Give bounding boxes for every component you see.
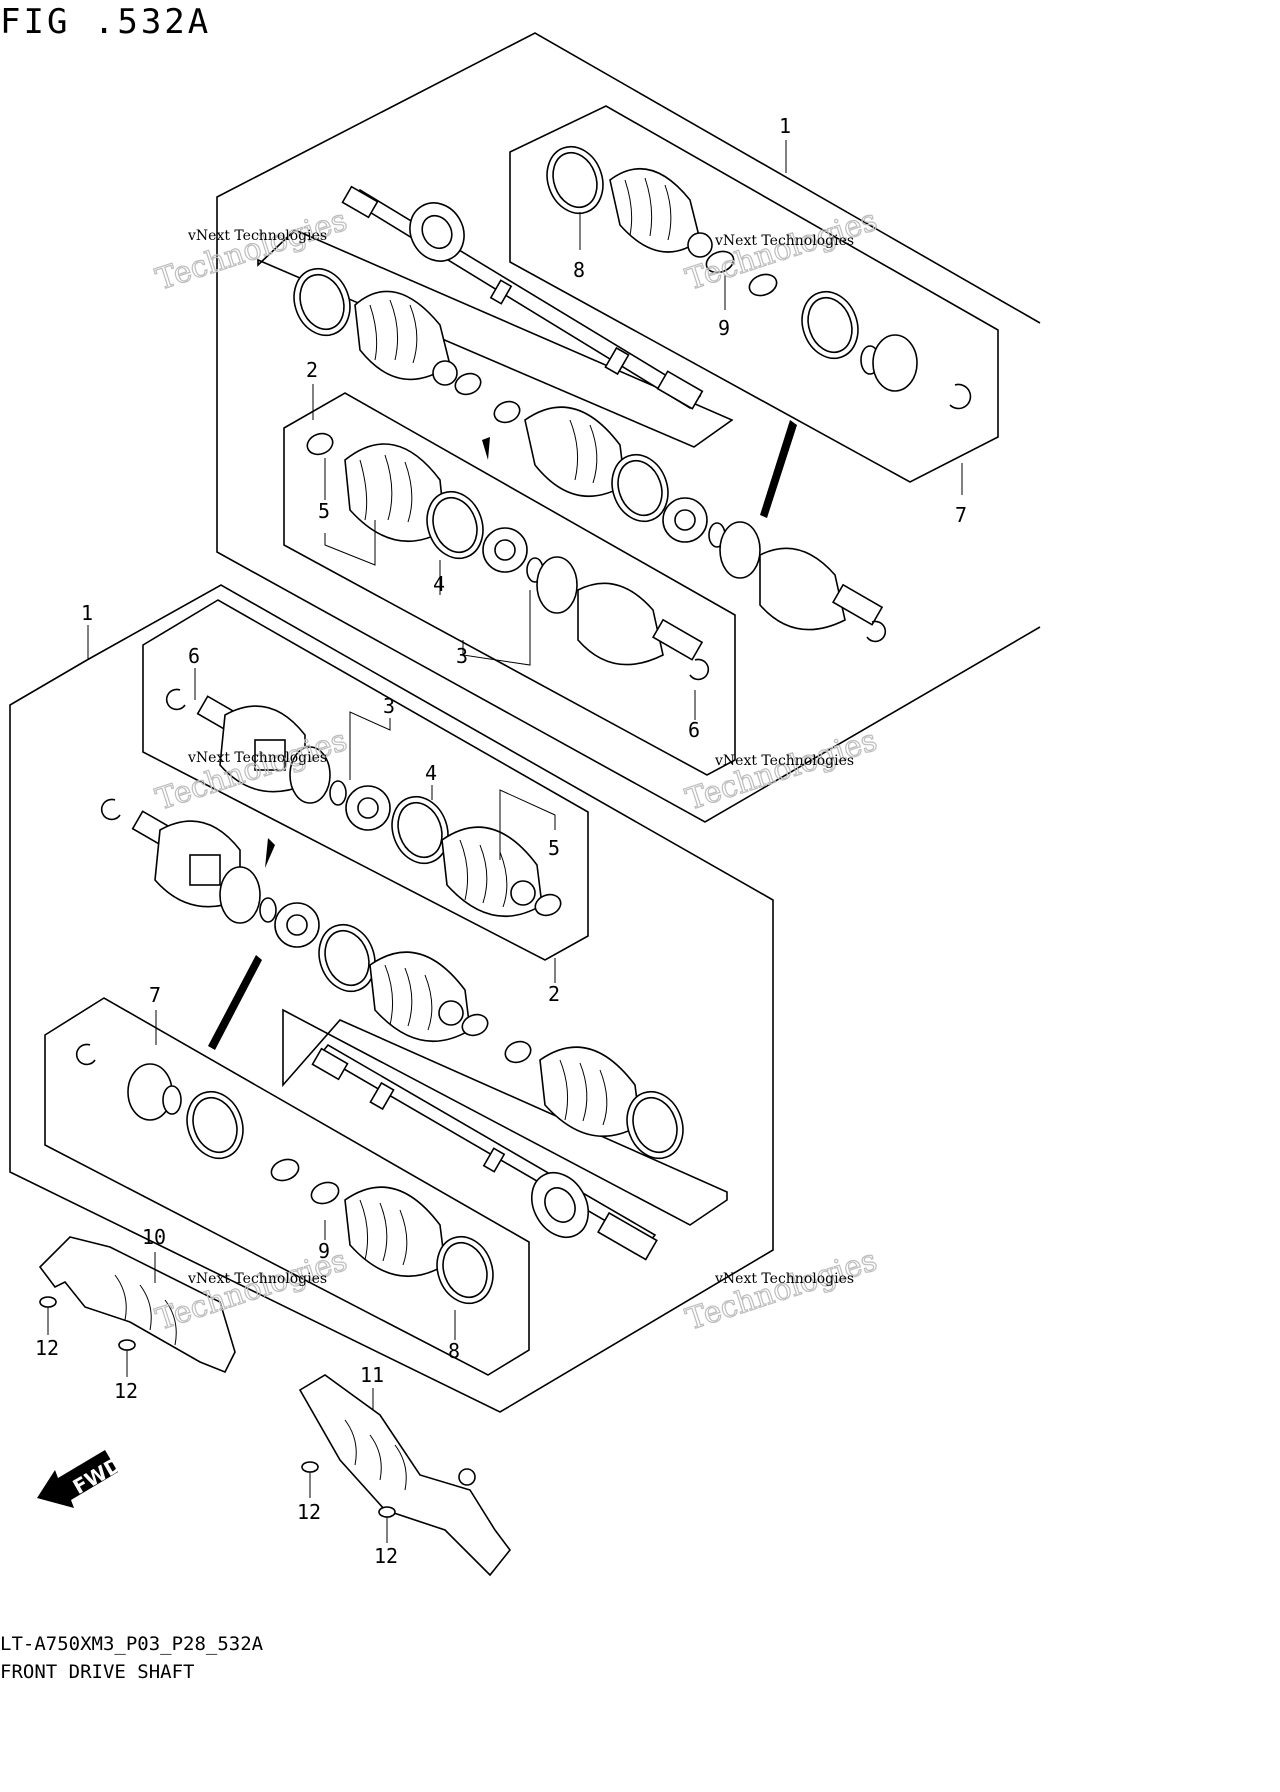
- callout-upper-7: 7: [955, 503, 967, 527]
- callout-upper-9: 9: [718, 316, 730, 340]
- lower-inboard-kit-box: [142, 599, 589, 961]
- svg-text:vNext Technologies: vNext Technologies: [187, 1271, 327, 1287]
- callout-upper-6: 6: [688, 718, 700, 742]
- callout-lower-3: 3: [383, 694, 395, 718]
- upper-inboard-kit-box: [283, 392, 736, 776]
- callout-bolt-d: 12: [374, 1544, 398, 1568]
- lower-shaft-assembly: [9, 584, 774, 1413]
- upper-drive-shaft: [341, 185, 704, 410]
- cover-11: [298, 1374, 512, 1577]
- callout-upper-8: 8: [573, 258, 585, 282]
- upper-inboard-kit-parts: [306, 420, 797, 681]
- svg-text:Technologies: Technologies: [682, 1243, 882, 1338]
- svg-text:vNext Technologies: vNext Technologies: [187, 228, 327, 244]
- upper-boot-kit-parts: [293, 267, 669, 523]
- figure-title: FIG .532A: [0, 2, 212, 42]
- lower-inboard-joint: [165, 688, 562, 918]
- bolt-c: [301, 1461, 319, 1498]
- callout-upper-2: 2: [306, 358, 318, 382]
- svg-text:vNext Technologies: vNext Technologies: [187, 750, 327, 766]
- callout-lower-8: 8: [448, 1339, 460, 1363]
- upper-boot-kit-box: [257, 229, 734, 448]
- bolt-set: [39, 1296, 396, 1543]
- lower-assembly-frame: [9, 584, 774, 1413]
- forward-arrow: FWD: [37, 1450, 126, 1508]
- drawing-code: LT-A750XM3_P03_P28_532A: [0, 1633, 264, 1655]
- bolt-b: [118, 1339, 136, 1377]
- lower-outboard-kit-box: [44, 997, 530, 1376]
- callout-bolt-a: 12: [35, 1336, 59, 1360]
- lower-shaft-box: [282, 1008, 728, 1226]
- callout-upper-3: 3: [456, 644, 468, 668]
- lower-drive-shaft: [311, 1040, 684, 1261]
- bolt-d: [378, 1506, 396, 1543]
- svg-text:vNext Technologies: vNext Technologies: [714, 1271, 854, 1287]
- callout-upper-4: 4: [433, 572, 445, 596]
- lower-joint-set: [100, 798, 489, 1050]
- watermark-6: Technologies vNext Technologies: [681, 1242, 882, 1338]
- cover-10: [38, 1236, 236, 1374]
- callout-lower-1: 1: [81, 601, 93, 625]
- upper-shaft-assembly: [216, 32, 1041, 823]
- callout-lower-2: 2: [548, 982, 560, 1006]
- callout-lower-9: 9: [318, 1239, 330, 1263]
- callout-part-10: 10: [142, 1225, 166, 1249]
- drawing-caption: FRONT DRIVE SHAFT: [0, 1661, 195, 1683]
- callout-bolt-b: 12: [114, 1379, 138, 1403]
- svg-text:vNext Technologies: vNext Technologies: [714, 753, 854, 769]
- svg-text:Technologies: Technologies: [682, 723, 882, 818]
- callout-lower-7: 7: [149, 983, 161, 1007]
- svg-text:vNext Technologies: vNext Technologies: [714, 233, 854, 249]
- upper-outboard-kit-box: [509, 105, 999, 483]
- callout-lower-6: 6: [188, 644, 200, 668]
- watermark-4: Technologies vNext Technologies: [681, 722, 882, 818]
- bolt-a: [39, 1296, 57, 1335]
- lower-outboard-kit-parts: [75, 1043, 494, 1305]
- upper-outboard-joint: [662, 497, 887, 643]
- callout-lower-5: 5: [548, 836, 560, 860]
- callout-lower-4: 4: [425, 761, 437, 785]
- callout-part-11: 11: [360, 1363, 384, 1387]
- callout-upper-5: 5: [318, 499, 330, 523]
- callout-bolt-c: 12: [297, 1500, 321, 1524]
- upper-assembly-frame: [216, 32, 1041, 823]
- callout-numbers: 1 8 9 7 2 5 4 3 6 1 6 3 4 5 2 7 9 8 10 1…: [35, 114, 967, 1568]
- callout-upper-1: 1: [779, 114, 791, 138]
- upper-outboard-kit-parts: [546, 145, 972, 410]
